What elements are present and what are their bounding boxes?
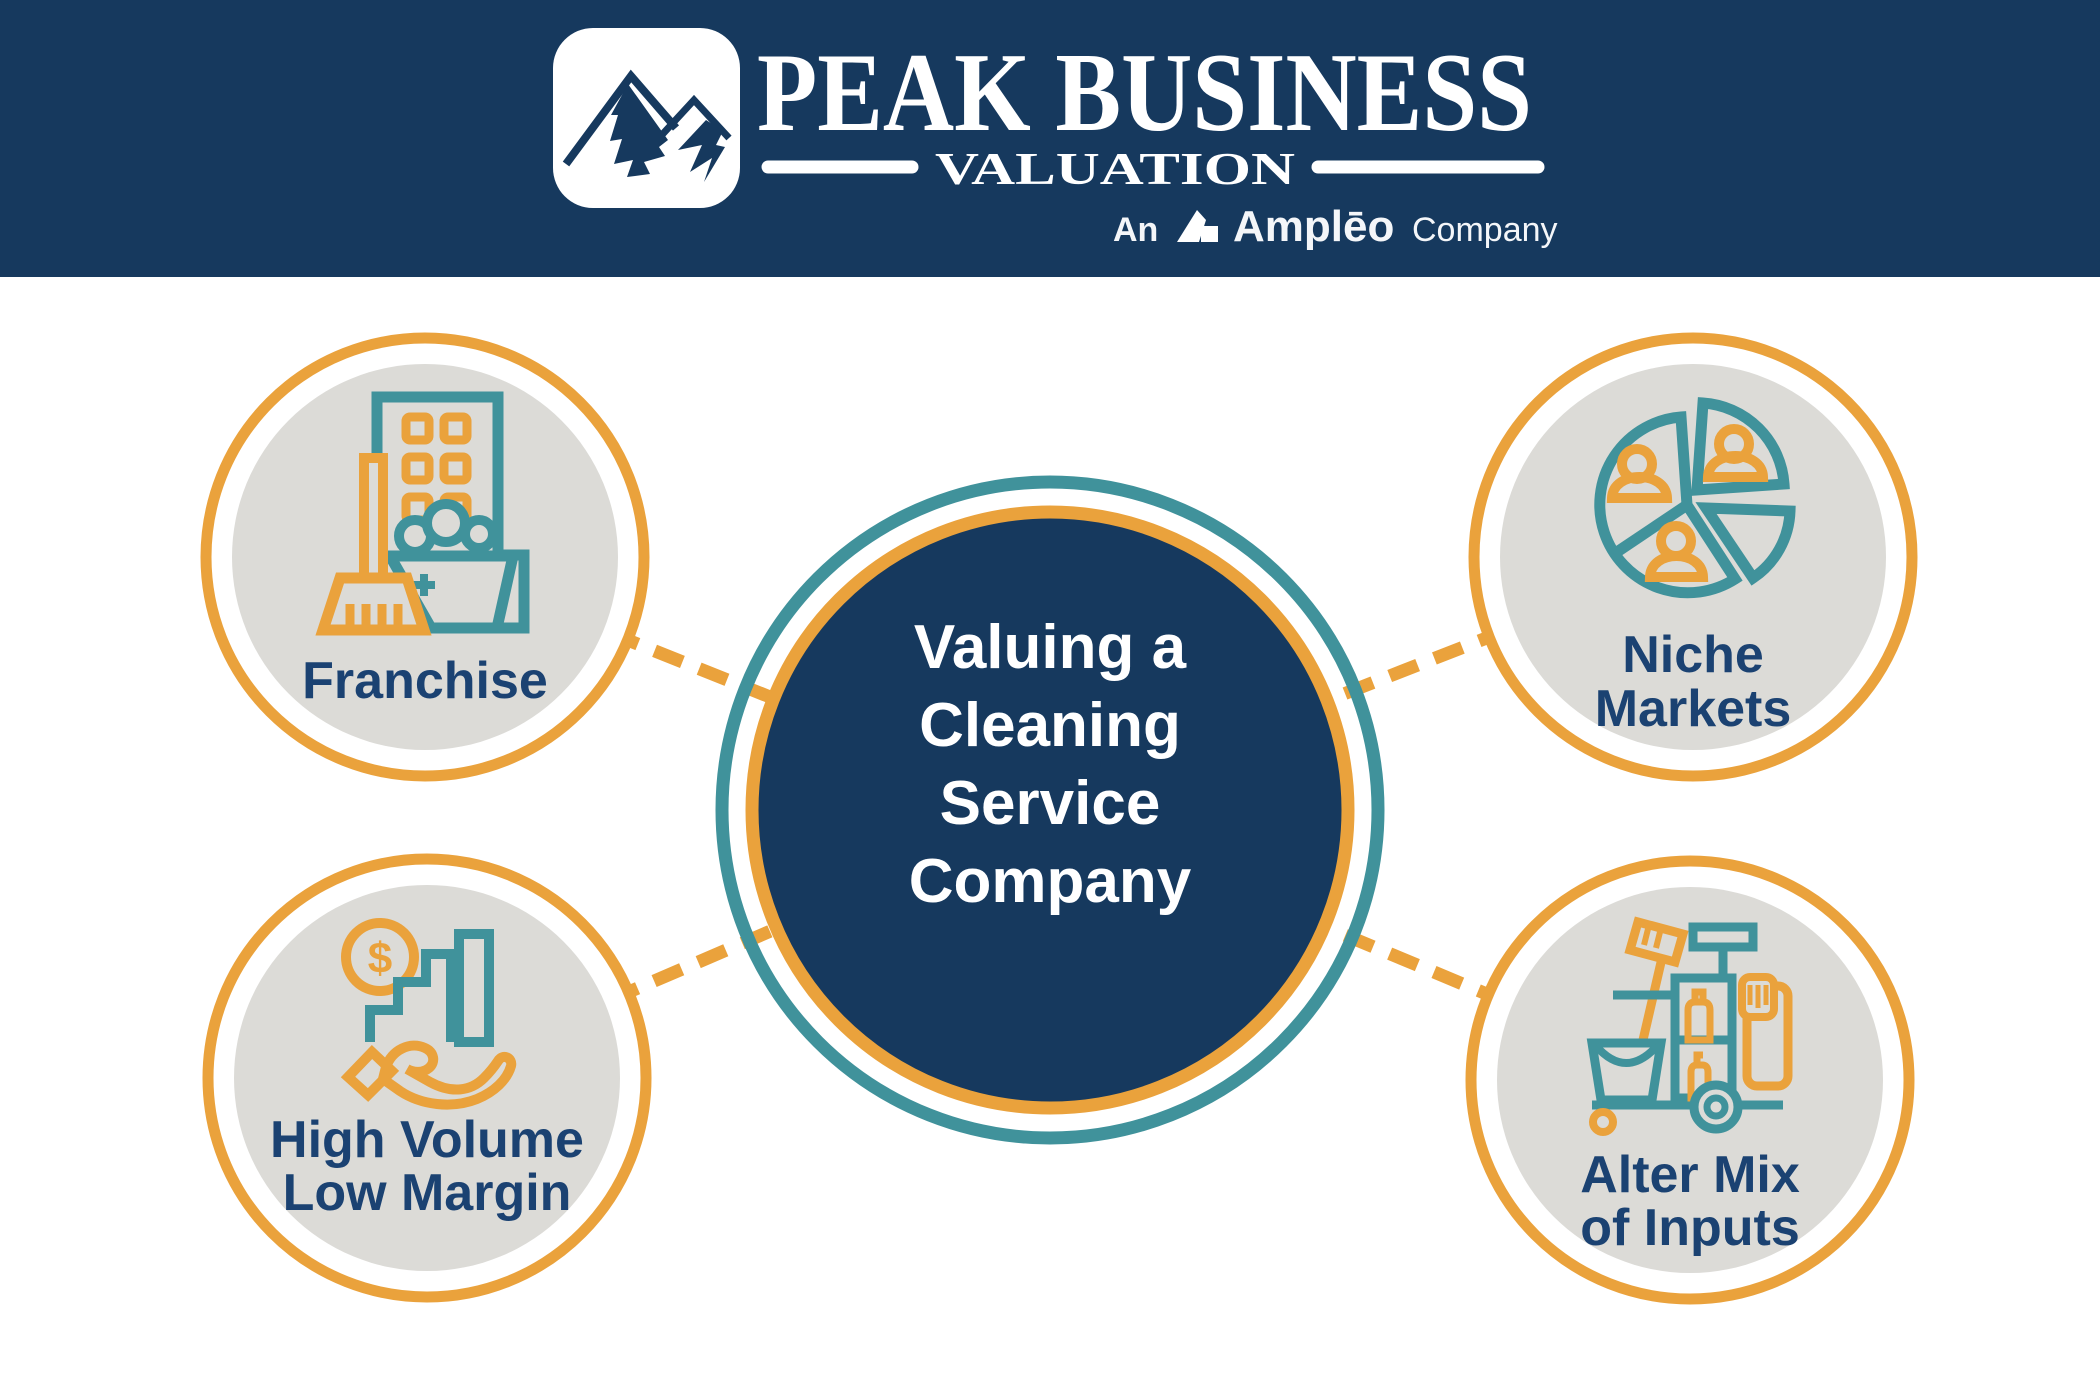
node-franchise: Franchise: [200, 332, 650, 782]
janitorial-cart-icon: [1586, 916, 1793, 1136]
customer-figures: [1606, 424, 1769, 582]
logo-mountain-face: [610, 84, 668, 177]
ampleo-logo-mark-icon: [1177, 210, 1218, 242]
pie-wedges: [1594, 397, 1796, 599]
node-alter-mix-of-inputs: Alter Mix of Inputs: [1465, 855, 1915, 1305]
glove: [1738, 973, 1778, 1021]
center-title-line-3: Service: [940, 769, 1161, 838]
center-outer-ring: [715, 475, 1385, 1145]
logo-peak-left: [562, 69, 680, 167]
brand-name: PEAK BUSINESS: [757, 31, 1532, 155]
open-hand: [377, 1040, 517, 1110]
node-label-line-1: Niche: [1622, 626, 1764, 684]
center-title-line-2: Cleaning: [919, 691, 1181, 760]
center-node: Valuing a Cleaning Service Company: [715, 475, 1385, 1145]
header-banner: [0, 0, 2100, 277]
dollar-coin: [341, 918, 419, 996]
cleaning-bottles: [1684, 988, 1714, 1102]
office-building-broom-bucket-icon: [315, 391, 530, 636]
building-windows: [401, 412, 472, 525]
customer-segments-pie-icon: [1594, 397, 1796, 599]
node-high-volume-low-margin: $ High Volume Low Margin: [202, 853, 652, 1303]
center-disc: [745, 505, 1355, 1115]
dollar-sign: $: [368, 934, 392, 983]
node-label-line-1: High Volume: [270, 1111, 584, 1169]
header: PEAK BUSINESS VALUATION An Amplēo Compan…: [0, 0, 2100, 277]
brand-subtitle: VALUATION: [935, 143, 1295, 194]
growth-steps: [365, 949, 456, 1042]
tagline: An Amplēo Company: [1113, 202, 1558, 251]
tagline-prefix: An: [1113, 211, 1158, 249]
node-label-line-2: Low Margin: [283, 1164, 572, 1222]
center-title-line-1: Valuing a: [914, 613, 1187, 682]
hand-money-growth-icon: $: [340, 918, 517, 1110]
mountain-peaks-logo-icon: [553, 28, 740, 208]
cart-wheel-large: [1689, 1080, 1743, 1134]
logo-peak-right: [645, 94, 732, 153]
node-label-line-1: Franchise: [302, 652, 548, 710]
logo-mountain-ridge: [678, 120, 725, 182]
hand-cuff: [340, 1044, 400, 1102]
cart-wheel-small: [1589, 1108, 1617, 1136]
tagline-suffix: Company: [1412, 211, 1558, 249]
broom: [315, 453, 432, 636]
node-label-line-2: Markets: [1595, 680, 1792, 738]
mop-bucket: [1586, 1038, 1667, 1105]
node-niche-markets: Niche Markets: [1468, 332, 1918, 782]
node-label-line-1: Alter Mix: [1580, 1146, 1800, 1204]
node-label-line-2: of Inputs: [1580, 1199, 1800, 1257]
center-title-line-4: Company: [909, 847, 1192, 916]
tagline-brand: Amplēo: [1233, 202, 1394, 251]
connector-franchise: [607, 626, 773, 704]
growth-bar: [454, 929, 494, 1047]
